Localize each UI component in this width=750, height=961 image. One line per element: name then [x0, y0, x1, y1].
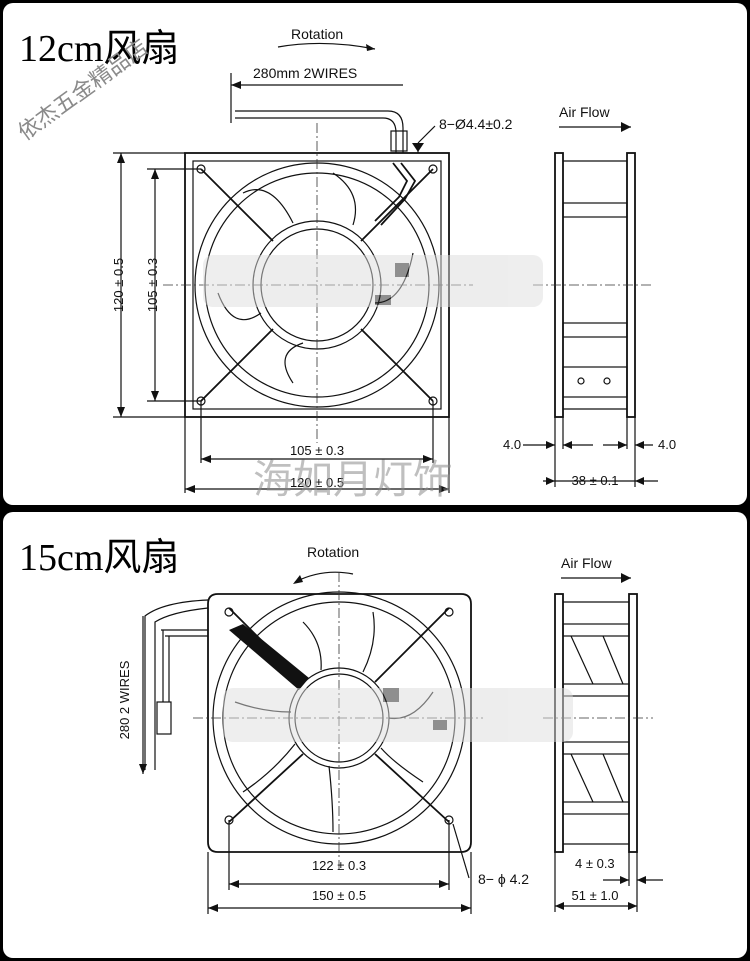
fan-12cm-dim-width-outer: 120 ± 0.5	[290, 475, 344, 490]
fan-15cm-rotation-label: Rotation	[307, 544, 359, 560]
fan-12cm-dim-height-outer: 120 ± 0.5	[111, 258, 126, 312]
fan-15cm-wire-label: 280 2 WIRES	[117, 660, 132, 739]
airflow-arrow-icon	[621, 573, 631, 583]
fan-12cm-title: 12cm风扇	[19, 28, 179, 70]
fan-12cm-dim-side-left: 4.0	[503, 437, 521, 452]
blurred-logo	[223, 688, 573, 742]
rotation-arrow-icon	[277, 42, 376, 50]
fan-15cm-dim-width-inner: 122 ± 0.3	[312, 858, 366, 873]
mount-hole-icon	[224, 607, 234, 617]
fan-12cm-dim-height-inner: 105 ± 0.3	[145, 258, 160, 312]
mount-hole-icon	[444, 607, 454, 617]
mount-hole-icon	[428, 164, 438, 174]
fan-15cm-wire-icon	[144, 599, 209, 770]
fan-12cm-rotation-label: Rotation	[291, 26, 343, 42]
rotation-arrowhead-icon	[293, 575, 303, 584]
fan-12cm-wire-icon	[235, 110, 404, 153]
fan-15cm-dim-depth: 51 ± 1.0	[572, 888, 619, 903]
airflow-arrow-icon	[621, 122, 631, 132]
fan-12cm-side-view	[533, 152, 653, 418]
side-screw-icon	[603, 377, 611, 385]
fan-12cm-hole-label: 8−Ø4.4±0.2	[439, 116, 513, 132]
fan-15cm-drawing: 15cm风扇 Rotation 280 2 WIRES	[19, 537, 663, 914]
fan-15cm-title: 15cm风扇	[19, 537, 179, 579]
blurred-logo	[203, 255, 543, 307]
fan-12cm-dim-width-inner: 105 ± 0.3	[290, 443, 344, 458]
fan-12cm-dim-side-right: 4.0	[658, 437, 676, 452]
fan-12cm-airflow-label: Air Flow	[559, 104, 610, 120]
fan-15cm-airflow-label: Air Flow	[561, 555, 612, 571]
wire-dim-arrowhead-icon	[231, 81, 241, 89]
shop-watermark-2: 海如月灯饰	[253, 457, 453, 503]
fan-12cm-wire-label: 280mm 2WIRES	[253, 65, 357, 81]
rotation-arrow-icon	[294, 571, 354, 583]
fan-15cm-hole-label: 8− ϕ 4.2	[478, 871, 529, 887]
fan-12cm-drawing: 12cm风扇 Rotation 280mm 2WIRES 8−Ø4.4±0.2	[14, 26, 676, 503]
fan-12cm-dim-depth: 38 ± 0.1	[572, 473, 619, 488]
fan-15cm-panel: 15cm风扇 Rotation 280 2 WIRES	[3, 512, 747, 958]
fan-15cm-dim-width-outer: 150 ± 0.5	[312, 888, 366, 903]
fan-15cm-dim-side: 4 ± 0.3	[575, 856, 615, 871]
side-screw-icon	[577, 377, 585, 385]
fan-12cm-panel: 12cm风扇 Rotation 280mm 2WIRES 8−Ø4.4±0.2	[3, 3, 747, 505]
rotation-arrowhead-icon	[366, 44, 375, 51]
